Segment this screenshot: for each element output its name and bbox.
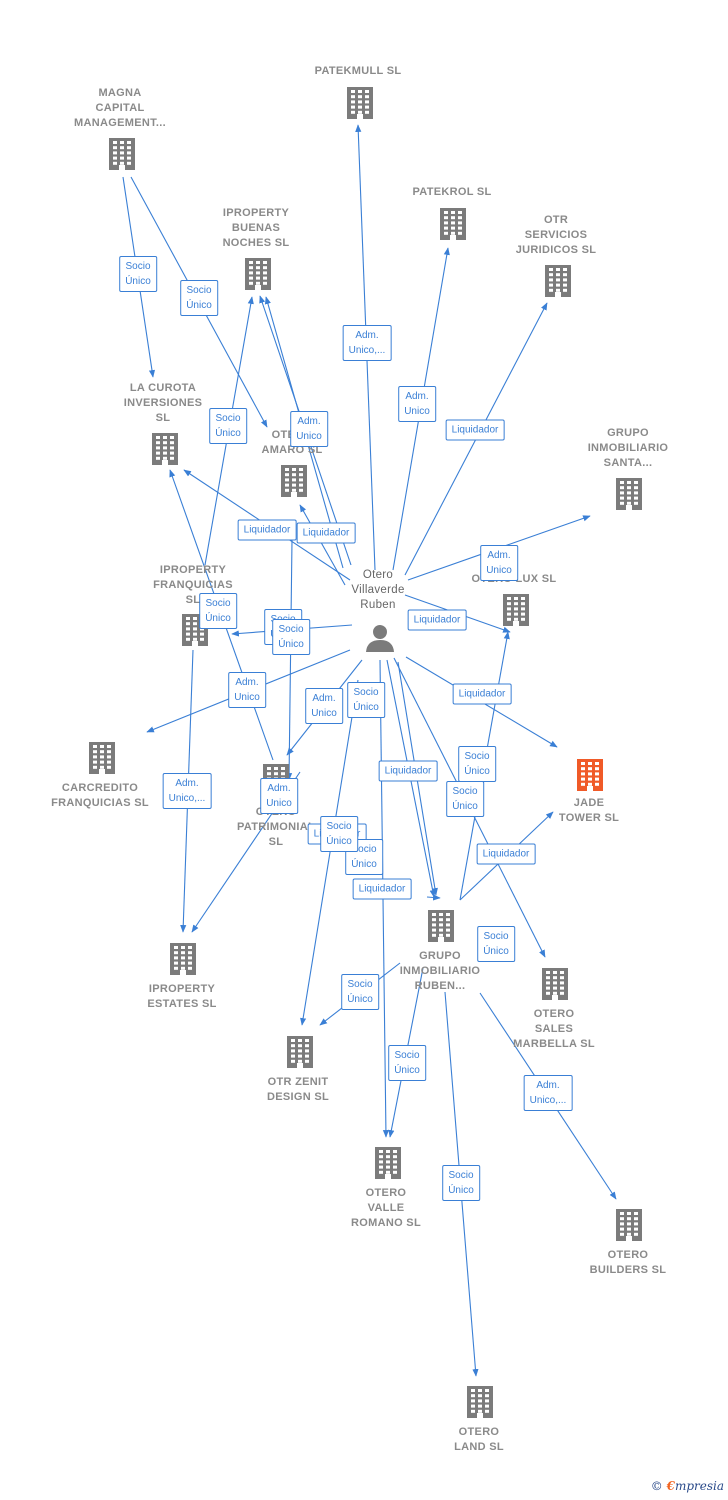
building-icon[interactable]	[616, 478, 642, 510]
person-icon[interactable]	[366, 625, 394, 652]
relation-label[interactable]: Socio Único	[180, 280, 218, 316]
building-icon[interactable]	[152, 433, 178, 465]
company-label[interactable]: IPROPERTY FRANQUICIAS SL	[153, 564, 233, 606]
company-label[interactable]: OTERO VALLE ROMANO SL	[351, 1187, 421, 1229]
building-icon[interactable]	[616, 1209, 642, 1241]
company-label[interactable]: JADE TOWER SL	[558, 797, 620, 824]
company-label[interactable]: GRUPO INMOBILIARIO RUBEN...	[399, 950, 481, 992]
relation-label[interactable]: Liquidador	[296, 522, 356, 544]
building-icon[interactable]	[467, 1386, 493, 1418]
relation-label[interactable]: Socio Único	[442, 1165, 480, 1201]
company-label[interactable]: OTR SERVICIOS JURIDICOS SL	[515, 214, 597, 256]
building-icon[interactable]	[245, 258, 271, 290]
relation-label[interactable]: Liquidador	[378, 760, 438, 782]
building-icon[interactable]	[347, 87, 373, 119]
relation-label[interactable]: Adm. Unico	[480, 545, 518, 581]
company-label[interactable]: OTERO BUILDERS SL	[589, 1249, 667, 1276]
edge-arrow	[299, 504, 346, 586]
building-icon[interactable]	[287, 1036, 313, 1068]
building-icon[interactable]	[542, 968, 568, 1000]
edge-arrow	[286, 539, 293, 781]
relation-label[interactable]: Adm. Unico	[305, 688, 343, 724]
relation-label[interactable]: Socio Único	[341, 974, 379, 1010]
relation-label[interactable]: Socio Único	[320, 816, 358, 852]
building-icon[interactable]	[503, 594, 529, 626]
copyright-mark: ©	[650, 1479, 663, 1493]
relation-label[interactable]: Liquidador	[352, 878, 412, 900]
relation-label[interactable]: Adm. Unico	[228, 672, 266, 708]
relation-label[interactable]: Liquidador	[452, 683, 512, 705]
person-label[interactable]: Otero Villaverde Ruben	[351, 569, 405, 611]
building-icon[interactable]	[89, 742, 115, 774]
company-label[interactable]: OTR ZENIT DESIGN SL	[267, 1076, 329, 1103]
building-icon[interactable]	[577, 759, 603, 791]
relation-label[interactable]: Adm. Unico	[260, 778, 298, 814]
company-label[interactable]: IPROPERTY ESTATES SL	[147, 983, 217, 1010]
brand-initial: €	[666, 1479, 675, 1493]
relation-label[interactable]: Liquidador	[476, 843, 536, 865]
company-label[interactable]: GRUPO INMOBILIARIO SANTA...	[587, 427, 669, 469]
company-label[interactable]: MAGNA CAPITAL MANAGEMENT...	[74, 87, 166, 129]
building-icon[interactable]	[170, 943, 196, 975]
company-label[interactable]: IPROPERTY BUENAS NOCHES SL	[222, 207, 290, 249]
relation-label[interactable]: Socio Único	[272, 619, 310, 655]
company-label[interactable]: OTERO LAND SL	[454, 1426, 504, 1453]
relation-label[interactable]: Socio Único	[209, 408, 247, 444]
building-icon[interactable]	[428, 910, 454, 942]
building-icon[interactable]	[375, 1147, 401, 1179]
footer-brand: © €mpresia	[651, 1479, 724, 1493]
building-icon[interactable]	[109, 138, 135, 170]
relation-label[interactable]: Socio Único	[458, 746, 496, 782]
relation-label[interactable]: Liquidador	[445, 419, 505, 441]
relation-label[interactable]: Socio Único	[347, 682, 385, 718]
company-label[interactable]: OTERO SALES MARBELLA SL	[513, 1008, 595, 1050]
company-label[interactable]: PATEKMULL SL	[314, 65, 402, 77]
relation-label[interactable]: Liquidador	[407, 609, 467, 631]
relation-label[interactable]: Adm. Unico	[290, 411, 328, 447]
company-label[interactable]: LA CUROTA INVERSIONES SL	[123, 382, 203, 424]
building-icon[interactable]	[440, 208, 466, 240]
relation-label[interactable]: Socio Único	[388, 1045, 426, 1081]
relation-label[interactable]: Socio Único	[199, 593, 237, 629]
relation-label[interactable]: Socio Único	[446, 781, 484, 817]
relation-label[interactable]: Adm. Unico	[398, 386, 436, 422]
relation-label[interactable]: Socio Único	[477, 926, 515, 962]
building-icon[interactable]	[545, 265, 571, 297]
edge-arrow	[426, 894, 441, 901]
company-label[interactable]: PATEKROL SL	[412, 186, 492, 198]
relation-label[interactable]: Liquidador	[237, 519, 297, 541]
brand-name: mpresia	[674, 1479, 724, 1493]
company-label[interactable]: CARCREDITO FRANQUICIAS SL	[51, 782, 149, 809]
relation-label[interactable]: Adm. Unico,...	[523, 1075, 573, 1111]
relation-label[interactable]: Socio Único	[119, 256, 157, 292]
building-icon[interactable]	[281, 465, 307, 497]
relation-label[interactable]: Adm. Unico,...	[162, 773, 212, 809]
edge-arrow	[300, 679, 359, 1026]
relation-label[interactable]: Adm. Unico,...	[342, 325, 392, 361]
